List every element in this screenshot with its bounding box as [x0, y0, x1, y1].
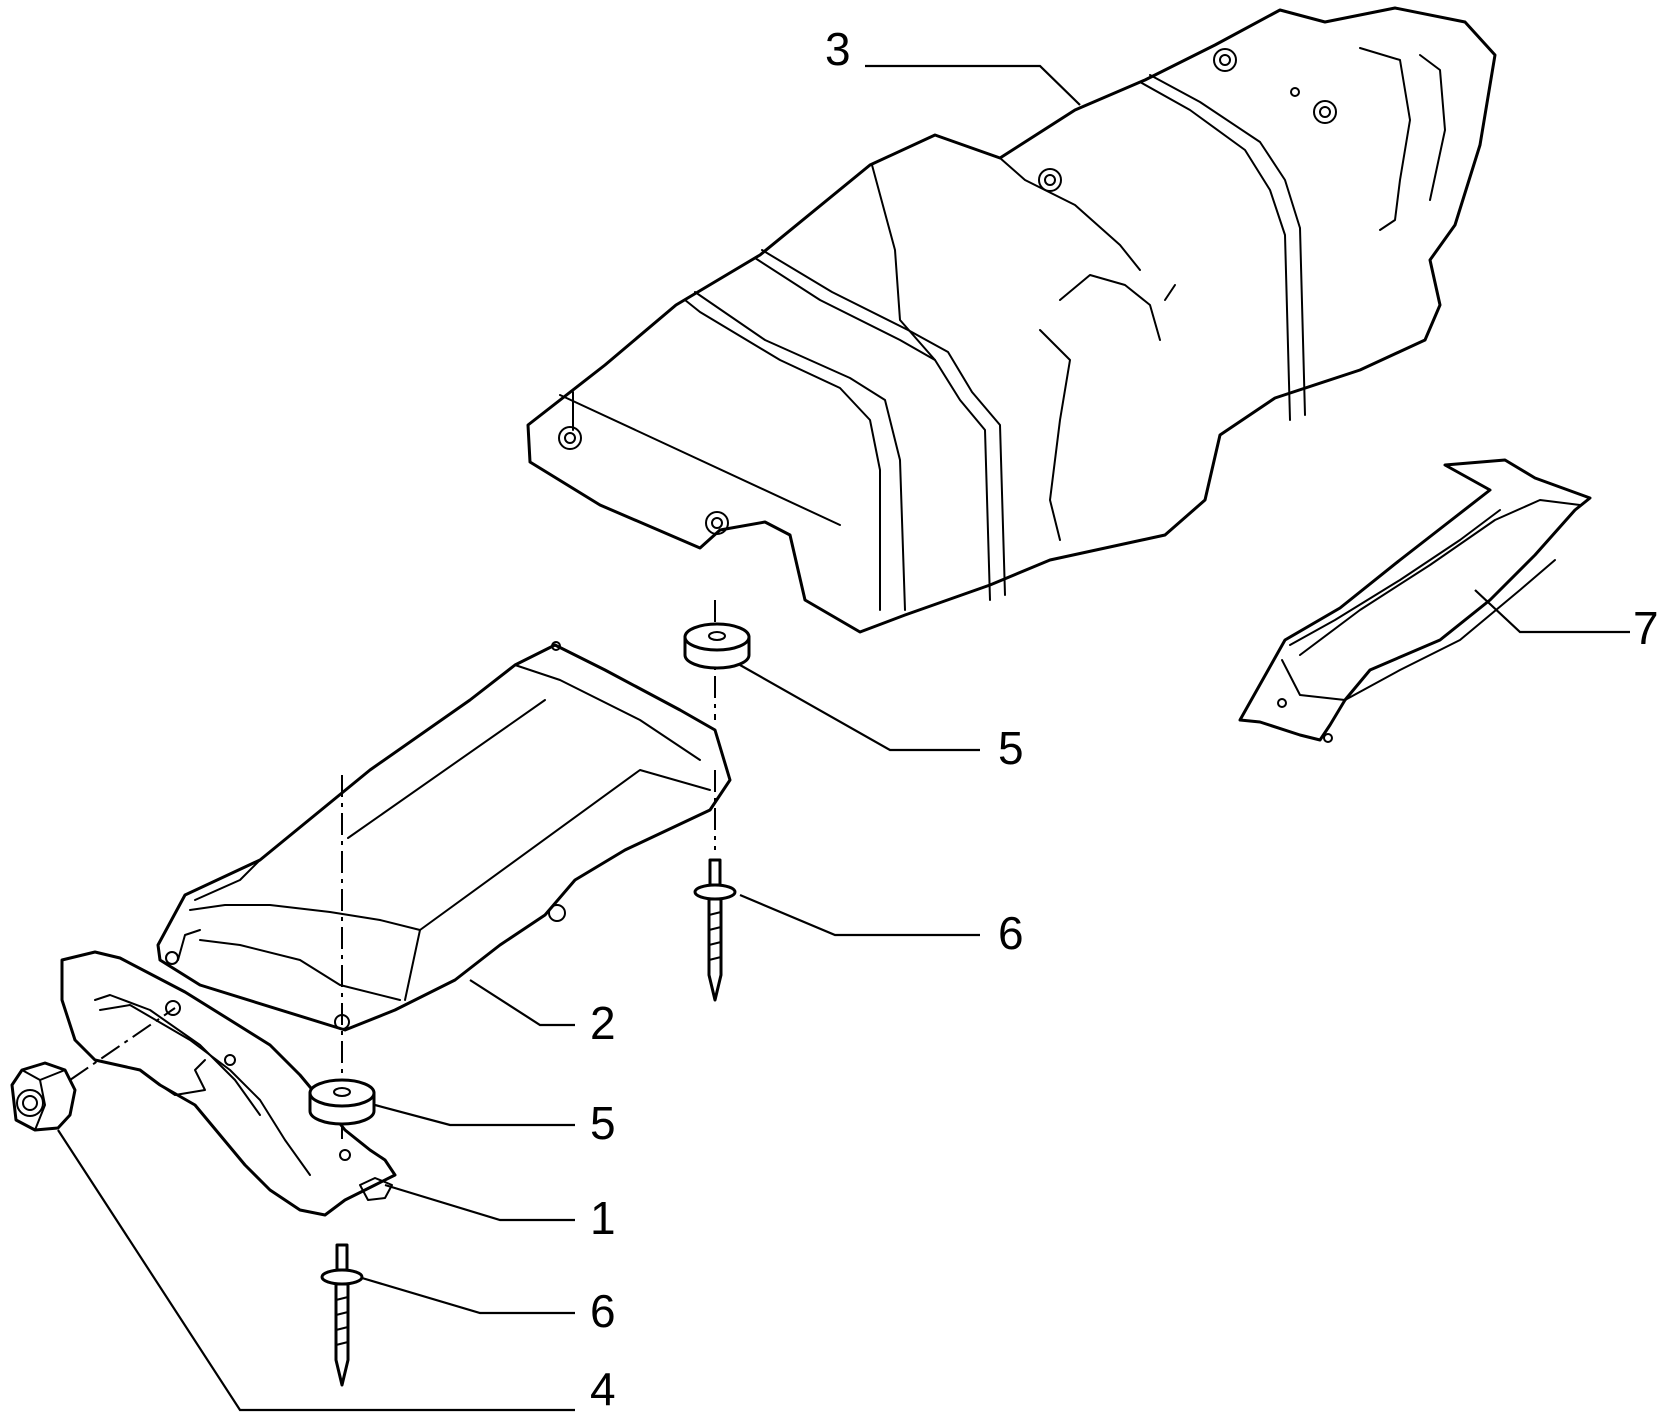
callout-part-6-lower: 6 [590, 1285, 616, 1337]
stud-lower [320, 1243, 364, 1387]
callout-part-5-upper: 5 [998, 722, 1024, 774]
heat-shield-main [526, 6, 1497, 634]
bracket [60, 950, 397, 1217]
callout-part-6-upper: 6 [998, 907, 1024, 959]
callout-part-4: 4 [590, 1363, 616, 1415]
callout-part-2: 2 [590, 997, 616, 1049]
callout-part-5-lower: 5 [590, 1097, 616, 1149]
callout-labels: 3 7 5 6 2 5 1 6 4 [590, 23, 1659, 1415]
callout-part-1: 1 [590, 1192, 616, 1244]
callout-part-7: 7 [1633, 602, 1659, 654]
flange-nut [10, 1061, 77, 1132]
washer-upper [683, 622, 751, 670]
callout-part-3: 3 [825, 23, 851, 75]
heat-shield-middle [156, 641, 732, 1032]
side-shield-small [1238, 458, 1592, 743]
stud-upper [693, 858, 737, 1002]
washer-lower [308, 1078, 376, 1126]
leader-lines [57, 64, 1630, 1412]
